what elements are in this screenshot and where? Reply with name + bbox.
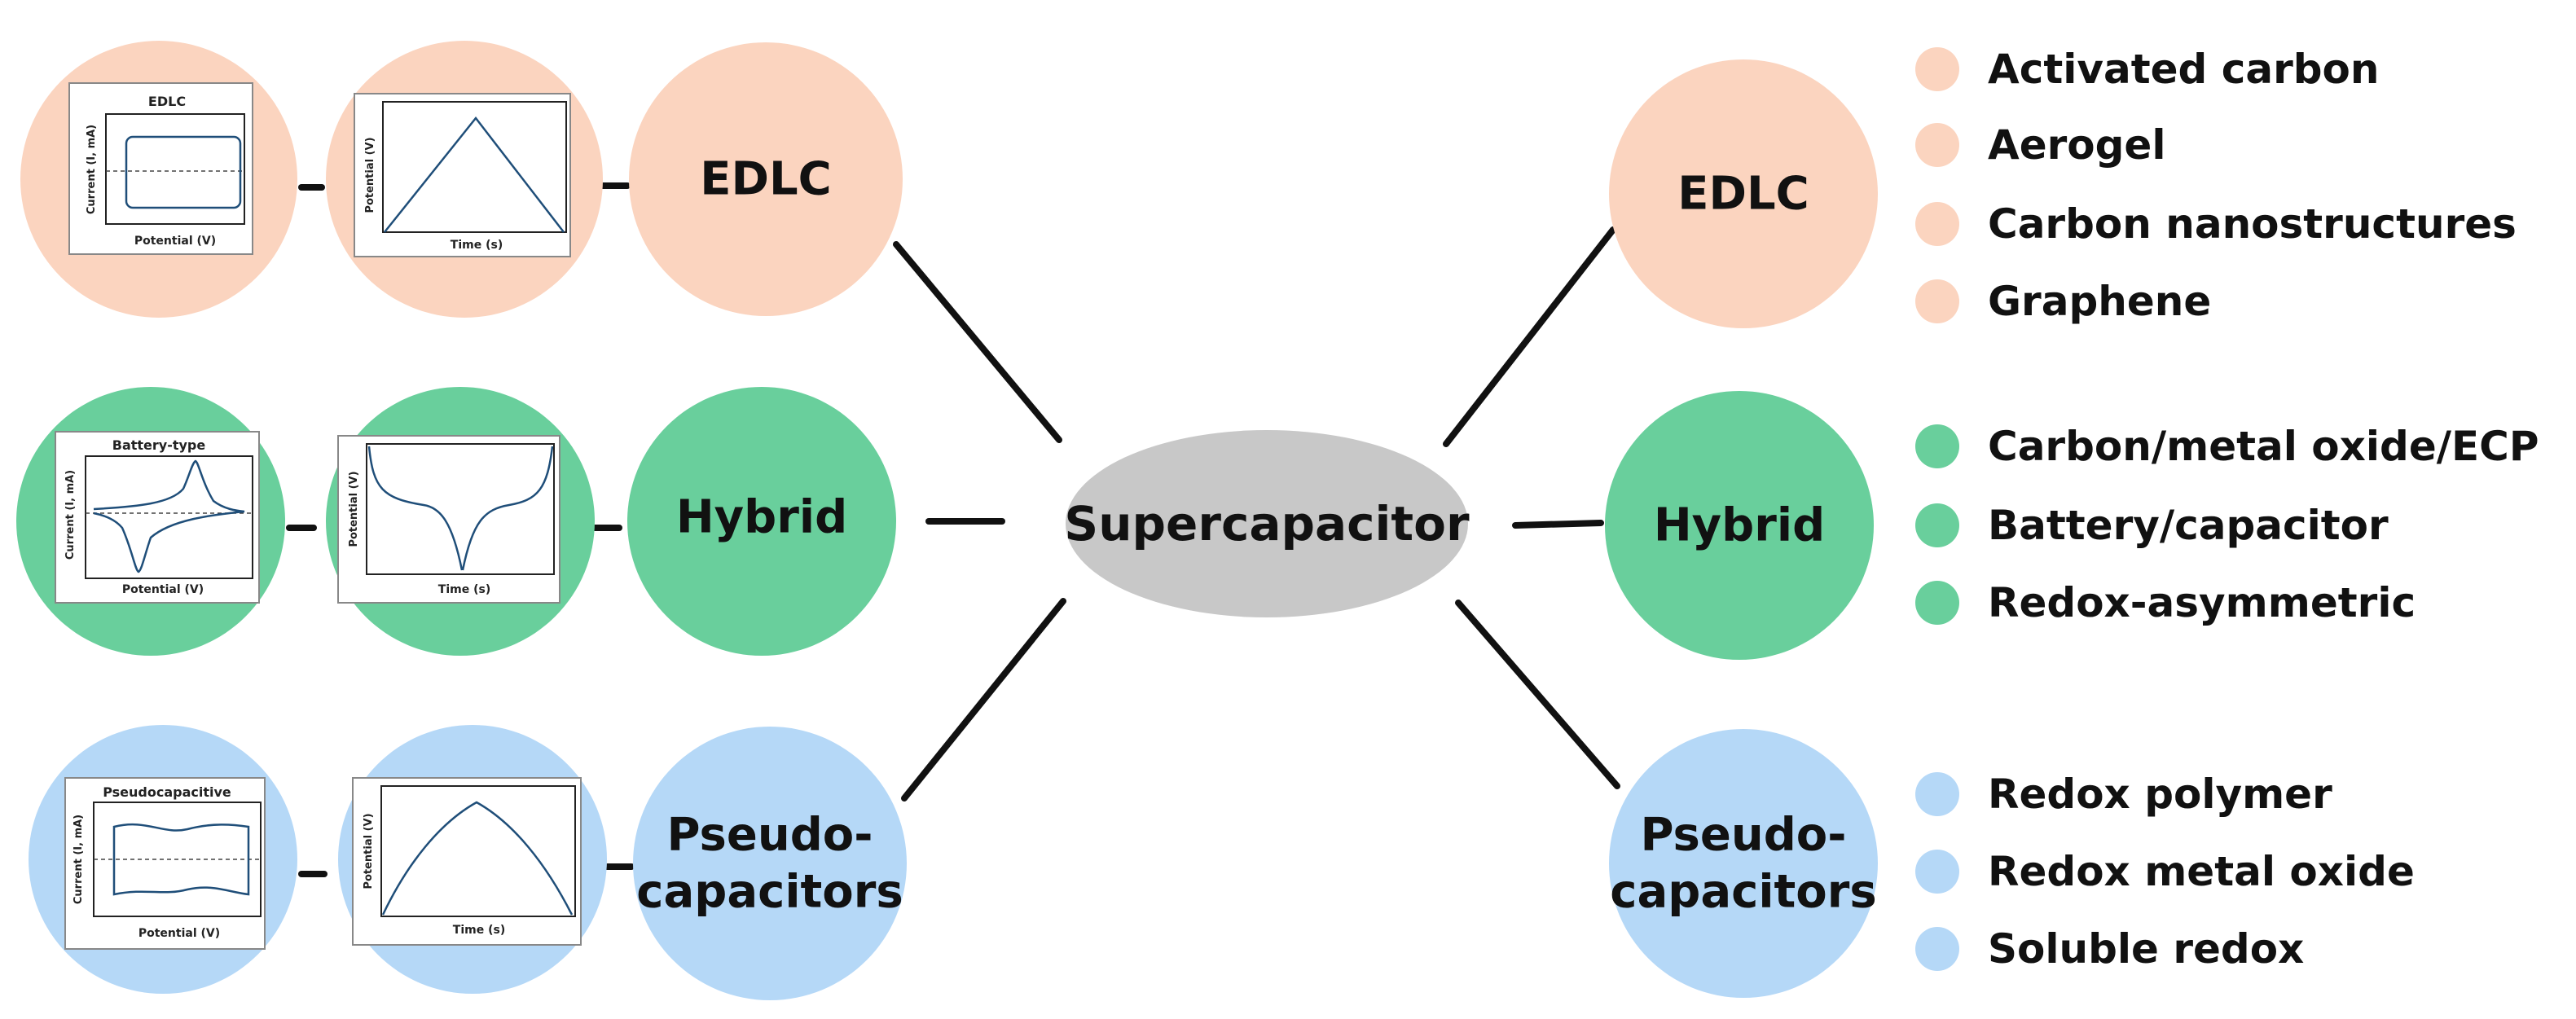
list-item: Redox metal oxide [1988, 848, 2415, 895]
hybrid-gcd-ylabel: Potential (V) [348, 471, 360, 547]
bullet-icon [1915, 581, 1959, 625]
hybrid-cv-axes [85, 455, 253, 579]
hybrid-type-label: Hybrid [676, 491, 847, 544]
connector-center-to-right-pseudo [1455, 600, 1620, 789]
edlc-material-list: Activated carbon Aerogel Carbon nanostru… [1915, 46, 2517, 325]
edlc-cv-xlabel: Potential (V) [134, 235, 216, 248]
pseudo-cv-ylabel: Current (I, mA) [73, 815, 85, 904]
pseudo-gcd-curve [381, 801, 574, 916]
bullet-icon [1915, 927, 1959, 971]
center-ellipse [1066, 430, 1468, 617]
list-item: Carbon/metal oxide/ECP [1988, 423, 2539, 470]
right-hybrid-circle [1605, 391, 1874, 660]
connector-center-to-right-edlc [1443, 226, 1616, 447]
edlc-type-circle [629, 42, 903, 316]
edlc-gcd-xlabel: Time (s) [451, 239, 503, 252]
pseudo-type-label-line1: Pseudo- [666, 809, 873, 862]
edlc-cv-plot: EDLC Current (I, mA) Potential (V) [68, 82, 253, 255]
right-row-edlc: EDLC [1609, 59, 1878, 328]
right-hybrid-label: Hybrid [1654, 499, 1825, 552]
right-edlc-label: EDLC [1677, 168, 1809, 221]
pseudo-gcd-xlabel: Time (s) [453, 924, 505, 937]
bullet-icon [1915, 279, 1959, 323]
left-row-edlc: EDLC EDLC Current (I, mA) Potential (V) … [20, 41, 903, 318]
list-item: Aerogel [1988, 121, 2165, 169]
left-row-hybrid: Hybrid Battery-type Current (I, mA) Pote… [16, 387, 896, 656]
edlc-gcd-curve [384, 116, 565, 233]
hybrid-cv-curve [93, 459, 245, 573]
edlc-cv-curve [125, 135, 242, 209]
pseudo-cv-curve [112, 823, 250, 896]
pseudo-cv-title: Pseudocapacitive [103, 784, 231, 800]
list-item: Redox polymer [1988, 771, 2332, 818]
hybrid-type-circle [627, 387, 896, 656]
pseudo-cv-plot: Pseudocapacitive Current (I, mA) Potenti… [64, 777, 266, 950]
hybrid-cv-plot: Battery-type Current (I, mA) Potential (… [55, 431, 260, 604]
right-pseudo-label-line2: capacitors [1610, 866, 1876, 919]
bullet-icon [1915, 202, 1959, 246]
right-pseudo-label-line1: Pseudo- [1640, 809, 1846, 862]
edlc-gcd-ylabel: Potential (V) [364, 137, 376, 213]
pseudo-type-label-line2: capacitors [636, 866, 903, 919]
hybrid-gcd-axes [366, 443, 555, 575]
list-item: Activated carbon [1988, 46, 2380, 93]
hybrid-cv-frame [55, 431, 260, 604]
pseudo-gcd-axes [380, 785, 576, 917]
edlc-cv-frame [68, 82, 253, 255]
right-row-hybrid: Hybrid [1605, 391, 1874, 660]
edlc-cv-title: EDLC [148, 94, 186, 109]
pseudo-gcd-frame [352, 777, 582, 946]
list-item: Soluble redox [1988, 925, 2304, 973]
bullet-icon [1915, 503, 1959, 547]
connector-lines [286, 182, 1620, 877]
pseudo-material-list: Redox polymer Redox metal oxide Soluble … [1915, 771, 2415, 973]
hybrid-gcd-xlabel: Time (s) [438, 583, 490, 596]
right-row-pseudo: Pseudo- capacitors [1609, 729, 1878, 998]
pseudo-gcd-ylabel: Potential (V) [363, 813, 375, 889]
edlc-gcd-frame [354, 93, 571, 257]
connector-center-to-right-hybrid [1512, 520, 1604, 529]
bullet-icon [1915, 123, 1959, 167]
hybrid-cv-xlabel: Potential (V) [122, 583, 204, 596]
center-label: Supercapacitor [1064, 496, 1470, 551]
bullet-icon [1915, 424, 1959, 468]
right-pseudo-circle [1609, 729, 1878, 998]
edlc-gcd-plot: Potential (V) Time (s) [354, 93, 571, 257]
bullet-icon [1915, 47, 1959, 91]
hybrid-gcd-curve [367, 446, 554, 571]
edlc-type-label: EDLC [700, 153, 832, 206]
list-item: Graphene [1988, 278, 2211, 325]
connector-center-to-left-pseudo [901, 598, 1066, 802]
hybrid-material-list: Carbon/metal oxide/ECP Battery/capacitor… [1915, 423, 2539, 626]
list-item: Battery/capacitor [1988, 502, 2389, 549]
hybrid-cv-ylabel: Current (I, mA) [64, 470, 77, 560]
bullet-icon [1915, 772, 1959, 816]
center-node: Supercapacitor [1064, 430, 1470, 617]
bullet-icon [1915, 850, 1959, 894]
list-item: Redox-asymmetric [1988, 579, 2416, 626]
edlc-cv-ylabel: Current (I, mA) [86, 125, 98, 214]
left-row-pseudo: Pseudo- capacitors Pseudocapacitive Curr… [29, 725, 907, 1000]
pseudo-type-circle [633, 727, 907, 1000]
hybrid-gcd-plot: Potential (V) Time (s) [337, 435, 560, 604]
edlc-gcd-axes [382, 101, 567, 233]
hybrid-cv-title: Battery-type [112, 437, 206, 453]
connector-center-to-left-edlc [893, 241, 1062, 443]
pseudo-cv-xlabel: Potential (V) [138, 927, 220, 940]
edlc-cv-axes [105, 113, 245, 225]
right-edlc-circle [1609, 59, 1878, 328]
list-item: Carbon nanostructures [1988, 200, 2517, 248]
pseudo-cv-frame [64, 777, 266, 950]
pseudo-gcd-plot: Potential (V) Time (s) [352, 777, 582, 946]
